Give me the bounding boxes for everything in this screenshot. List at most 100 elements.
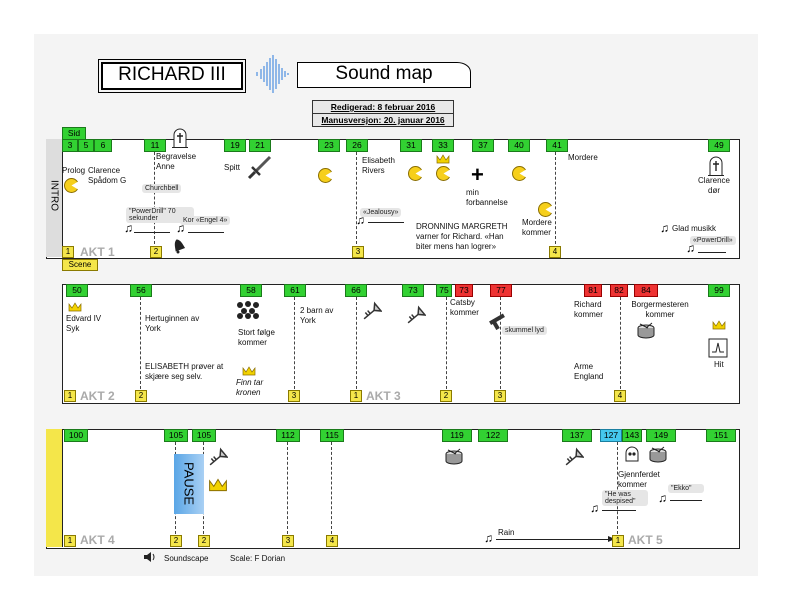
page-105: 105 bbox=[164, 429, 188, 442]
hit-icon bbox=[708, 338, 728, 358]
page-19: 19 bbox=[224, 139, 246, 152]
act-3-label: AKT 3 bbox=[366, 389, 401, 403]
sword-icon bbox=[247, 155, 272, 180]
crown-icon bbox=[712, 320, 726, 330]
dronning-label: DRONNING MARGRETH varner for Richard. «H… bbox=[416, 222, 508, 251]
clarence-label: Clarence Spådom G bbox=[88, 166, 127, 185]
scale-label: Scale: F Dorian bbox=[230, 554, 286, 563]
hit-label: Hit bbox=[714, 360, 724, 369]
page-82: 82 bbox=[610, 284, 628, 297]
scene-line bbox=[500, 297, 501, 389]
jealousy-label: «Jealousy» bbox=[360, 208, 402, 217]
skummel-label: skummel lyd bbox=[502, 326, 547, 335]
sound-arrow bbox=[134, 229, 176, 235]
elisabeth-label: Elisabeth Rivers bbox=[362, 156, 395, 175]
page-99: 99 bbox=[708, 284, 730, 297]
scene-4: 4 bbox=[614, 390, 626, 402]
stort-label: Stort følge kommer bbox=[238, 328, 275, 347]
scene-line bbox=[287, 442, 288, 534]
page-41: 41 bbox=[546, 139, 568, 152]
page-50: 50 bbox=[66, 284, 88, 297]
page-149: 149 bbox=[646, 429, 676, 442]
despised-label: "He was despised" bbox=[602, 490, 648, 506]
ekko-label: "Ekko" bbox=[668, 484, 704, 493]
act4-row bbox=[46, 429, 740, 549]
scene-line bbox=[331, 442, 332, 534]
pause-block bbox=[174, 454, 204, 514]
music-note-icon: ♫ bbox=[660, 221, 669, 235]
page-66: 66 bbox=[345, 284, 367, 297]
page-58: 58 bbox=[240, 284, 262, 297]
edited-date: Redigerad: 8 februar 2016 bbox=[313, 101, 453, 114]
legend-scene: Scene bbox=[62, 259, 98, 271]
scene-2: 2 bbox=[170, 535, 182, 547]
crown-icon bbox=[436, 154, 450, 164]
speaker-icon bbox=[144, 552, 155, 562]
scene-3: 3 bbox=[288, 390, 300, 402]
page-56: 56 bbox=[130, 284, 152, 297]
page-112: 112 bbox=[276, 429, 300, 442]
scene-line bbox=[620, 297, 621, 389]
sound-arrow bbox=[188, 229, 230, 235]
music-note-icon: ♫ bbox=[484, 531, 493, 545]
crown-icon bbox=[68, 302, 82, 312]
page-100: 100 bbox=[64, 429, 88, 442]
kor-label: Kor «Engel 4» bbox=[180, 216, 231, 225]
page-3: 3 bbox=[62, 139, 78, 152]
pause-label: PAUSE bbox=[181, 461, 197, 506]
version-info: Redigerad: 8 februar 2016 Manusversjon: … bbox=[312, 100, 454, 127]
trumpet-icon bbox=[209, 447, 228, 466]
scene-2: 2 bbox=[135, 390, 147, 402]
act-2-label: AKT 2 bbox=[80, 389, 115, 403]
scene-2: 2 bbox=[198, 535, 210, 547]
page-33: 33 bbox=[432, 139, 454, 152]
act2-row bbox=[62, 284, 740, 404]
edvard-label: Edvard IV Syk bbox=[66, 314, 102, 333]
scene-line bbox=[140, 297, 141, 389]
intro-band bbox=[46, 139, 63, 257]
scene-line bbox=[294, 297, 295, 389]
scene-4: 4 bbox=[549, 246, 561, 258]
arme-label: Arme England bbox=[574, 362, 604, 381]
page-137: 137 bbox=[562, 429, 592, 442]
page-26: 26 bbox=[346, 139, 368, 152]
finn-label: Finn tar kronen bbox=[236, 378, 264, 397]
borgermesteren-label: Borgermesteren kommer bbox=[631, 300, 689, 319]
sound-map-title: Sound map bbox=[297, 62, 471, 88]
music-note-icon: ♫ bbox=[590, 501, 599, 515]
rain-label: Rain bbox=[498, 528, 515, 537]
music-note-icon: ♫ bbox=[356, 213, 365, 227]
page-73: 73 bbox=[402, 284, 424, 297]
barn-label: 2 barn av York bbox=[300, 306, 334, 325]
sound-arrow bbox=[670, 497, 708, 503]
richard-label: Richard kommer bbox=[574, 300, 603, 319]
scene-2: 2 bbox=[150, 246, 162, 258]
scene-line bbox=[356, 297, 357, 389]
scene-line bbox=[555, 152, 556, 244]
page-6: 6 bbox=[94, 139, 112, 152]
page-61: 61 bbox=[284, 284, 306, 297]
page-151: 151 bbox=[706, 429, 736, 442]
page-122: 122 bbox=[478, 429, 508, 442]
powerdrill-label: "PowerDrill" 70 sekunder bbox=[126, 207, 194, 223]
catsby-label: Catsby kommer bbox=[450, 298, 479, 317]
sound-arrow bbox=[368, 219, 410, 225]
bell-icon bbox=[174, 239, 186, 254]
scene-line bbox=[446, 297, 447, 389]
scene-1: 1 bbox=[62, 246, 74, 258]
powerdrill2-label: «PowerDrill» bbox=[690, 236, 736, 245]
sound-arrow bbox=[698, 249, 732, 255]
gravestone-icon bbox=[172, 128, 188, 148]
play-title: RICHARD III bbox=[98, 59, 246, 93]
soundscape-label: Soundscape bbox=[164, 554, 209, 563]
min-label: min forbannelse bbox=[466, 188, 508, 207]
scene-3: 3 bbox=[282, 535, 294, 547]
trumpet-icon bbox=[407, 305, 426, 324]
music-note-icon: ♫ bbox=[176, 221, 185, 235]
trumpet-icon bbox=[363, 301, 382, 320]
intro-label: INTRO bbox=[48, 179, 60, 212]
crown-icon bbox=[242, 366, 256, 376]
scene-line bbox=[617, 442, 618, 534]
music-note-icon: ♫ bbox=[686, 241, 695, 255]
scene-3: 3 bbox=[352, 246, 364, 258]
